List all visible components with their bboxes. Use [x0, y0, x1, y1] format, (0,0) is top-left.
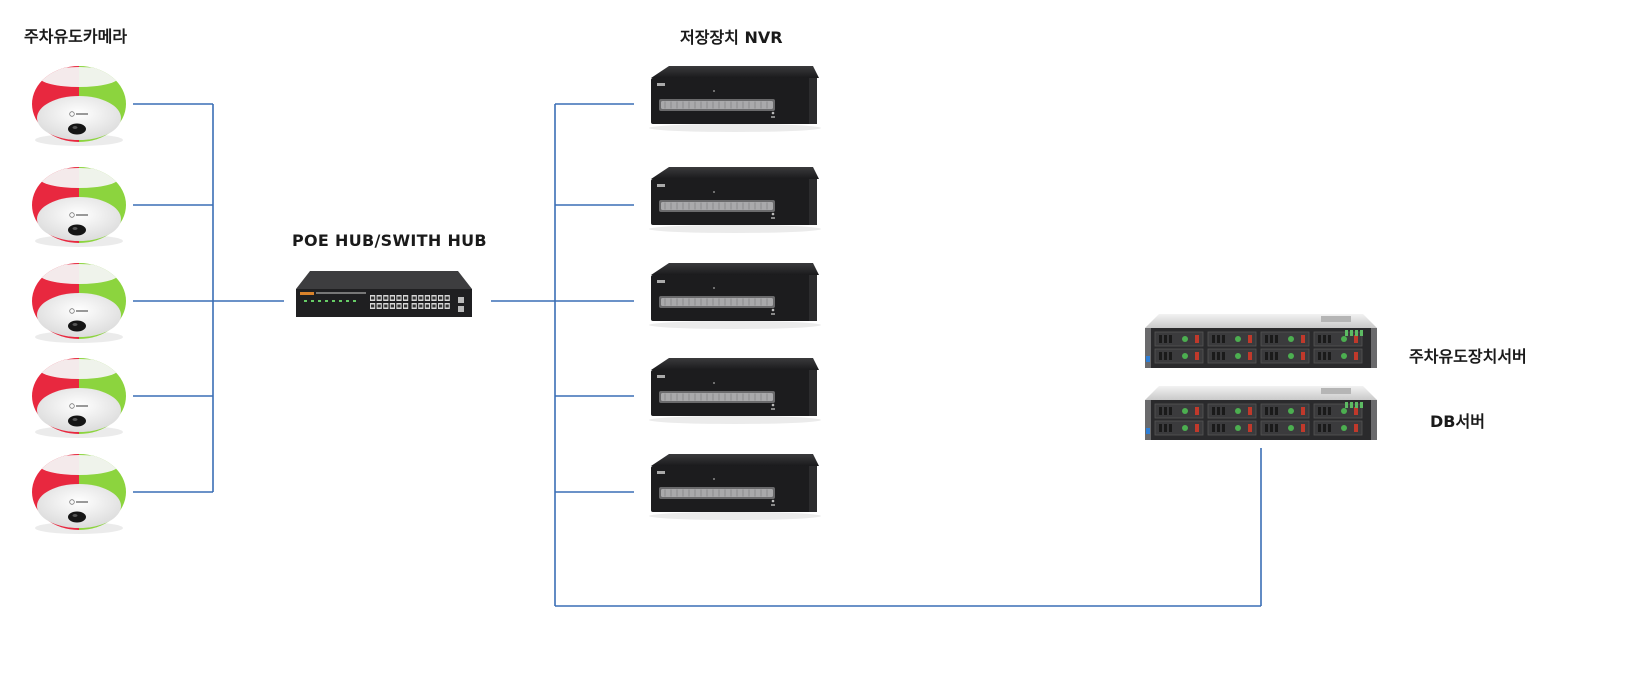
connection-lines [133, 103, 1262, 607]
server-group [1145, 314, 1377, 440]
nvr-group [649, 66, 821, 520]
fisheye-camera-icon [32, 66, 126, 146]
rack-server-icon [1145, 386, 1377, 440]
nvr-label: 저장장치 NVR [680, 28, 783, 47]
nvr-recorder-icon [649, 263, 821, 329]
fisheye-camera-icon [32, 358, 126, 438]
camera-group [32, 66, 126, 534]
fisheye-camera-icon [32, 263, 126, 343]
db-server-label: DB서버 [1430, 412, 1485, 431]
fisheye-camera-icon [32, 454, 126, 534]
cameras-label: 주차유도카메라 [24, 27, 128, 46]
nvr-recorder-icon [649, 167, 821, 233]
fisheye-camera-icon [32, 167, 126, 247]
nvr-recorder-icon [649, 358, 821, 424]
rack-server-icon [1145, 314, 1377, 368]
hub-label: POE HUB/SWITH HUB [292, 231, 487, 250]
switch-hub-icon [296, 271, 472, 317]
nvr-recorder-icon [649, 66, 821, 132]
nvr-recorder-icon [649, 454, 821, 520]
switch-hub [296, 271, 472, 317]
parking-server-label: 주차유도장치서버 [1409, 347, 1527, 366]
